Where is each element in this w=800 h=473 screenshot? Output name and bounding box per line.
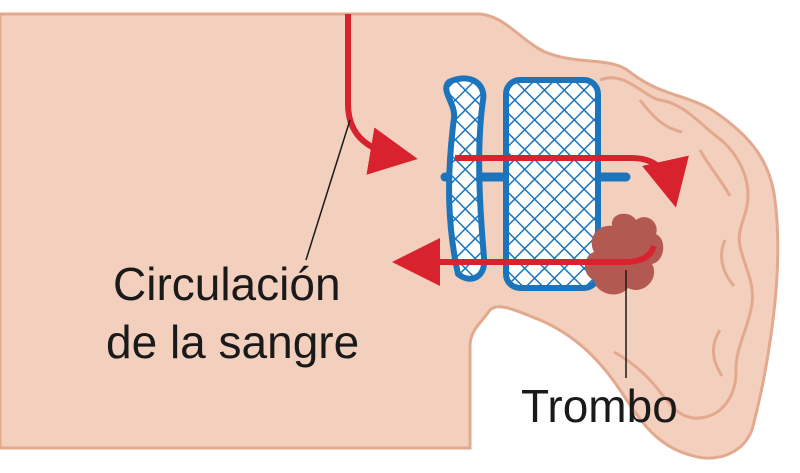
appendage-inner-wall (599, 76, 755, 420)
occluder-distal-lobe (503, 77, 601, 291)
thrombus (585, 213, 664, 295)
circulation-label-line2: de la sangre (106, 316, 360, 368)
occluder-proximal-disc (443, 75, 488, 282)
appendage-trabeculae (638, 99, 736, 377)
thrombus-label: Trombo (521, 380, 678, 432)
circulation-leader-line (305, 119, 351, 261)
blood-flow-incoming-arrow (345, 14, 418, 175)
blood-flow-upper-arrow (455, 155, 689, 208)
blood-flow-return-arrow (392, 238, 657, 286)
circulation-label-line1: Circulación (113, 258, 341, 310)
